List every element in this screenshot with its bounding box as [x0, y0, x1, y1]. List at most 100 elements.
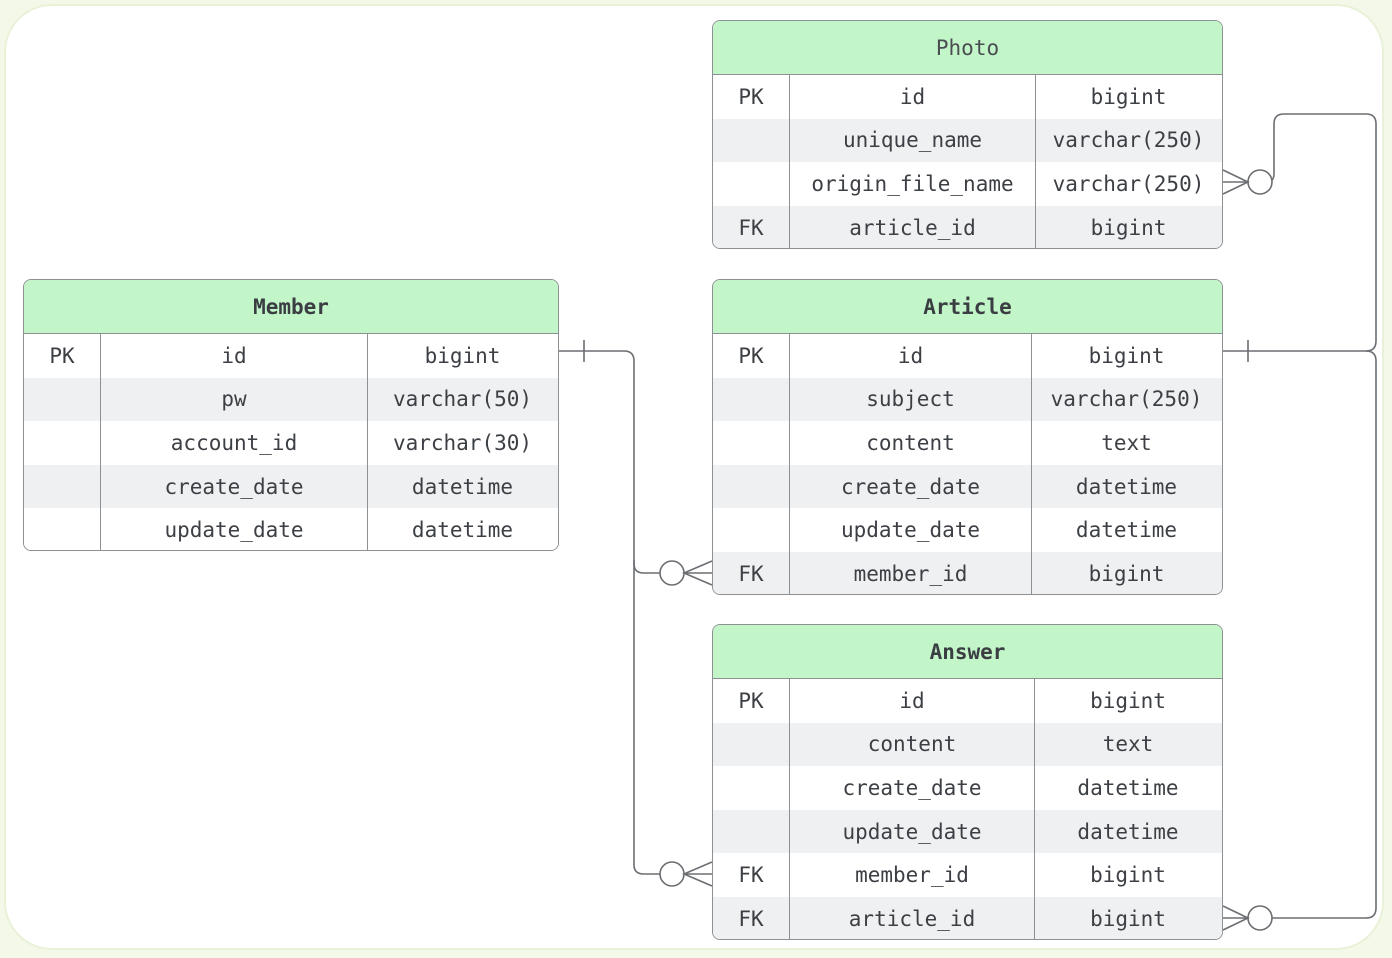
entity-answer[interactable]: Answer PK id bigint content text create_…	[712, 624, 1223, 940]
key-cell: PK	[713, 334, 790, 378]
key-cell	[24, 377, 101, 422]
column-type: bigint	[1090, 84, 1167, 109]
entity-article[interactable]: Article PK id bigint subject varchar(250…	[712, 279, 1223, 595]
key-cell: FK	[713, 551, 790, 594]
entity-photo[interactable]: Photo PK id bigint unique_name varchar(2…	[712, 20, 1223, 249]
table-row: update_date datetime	[24, 508, 558, 550]
column-name: article_id	[790, 205, 1036, 248]
zero-mark-member-answer	[659, 861, 685, 887]
table-row: account_id varchar(30)	[24, 421, 558, 465]
many-mark-member-article	[681, 560, 713, 586]
column-type: bigint	[1090, 906, 1166, 931]
column-name: account_id	[101, 421, 368, 465]
column-name: create_date	[790, 464, 1032, 509]
key-cell	[713, 118, 790, 163]
column-type: datetime	[1077, 775, 1179, 800]
key-cell	[713, 377, 790, 422]
key-cell: PK	[24, 334, 101, 378]
entity-title: Member	[24, 280, 558, 334]
table-row: PK id bigint	[24, 334, 558, 378]
column-name: content	[790, 421, 1032, 465]
key-cell	[24, 508, 101, 550]
key-cell: FK	[713, 205, 790, 248]
column-name: member_id	[790, 551, 1032, 594]
column-type: varchar(250)	[1052, 171, 1205, 196]
column-type: datetime	[1075, 518, 1178, 543]
key-cell	[24, 464, 101, 509]
column-name: content	[790, 722, 1035, 767]
entity-title: Answer	[713, 625, 1222, 679]
column-name: update_date	[790, 809, 1035, 854]
column-type: bigint	[1088, 561, 1165, 586]
column-name: id	[790, 334, 1032, 378]
column-type: text	[1101, 430, 1152, 455]
table-row: FK article_id bigint	[713, 896, 1222, 939]
key-cell	[713, 766, 790, 810]
rel-member-answer	[633, 560, 660, 875]
key-cell: PK	[713, 75, 790, 119]
table-row: create_date datetime	[713, 464, 1222, 509]
column-type: bigint	[1090, 688, 1166, 713]
column-type: varchar(250)	[1052, 128, 1205, 153]
key-cell: FK	[713, 896, 790, 939]
key-cell	[713, 421, 790, 465]
column-name: update_date	[101, 508, 368, 550]
table-row: pw varchar(50)	[24, 377, 558, 422]
column-type: datetime	[1077, 819, 1179, 844]
column-type: bigint	[1090, 215, 1167, 240]
table-row: content text	[713, 421, 1222, 465]
table-row: update_date datetime	[713, 809, 1222, 854]
zero-mark-article-photo	[1247, 169, 1273, 195]
table-row: PK id bigint	[713, 679, 1222, 723]
key-cell	[713, 722, 790, 767]
table-row: create_date datetime	[24, 464, 558, 509]
column-name: article_id	[790, 896, 1035, 939]
column-name: pw	[101, 377, 368, 422]
column-name: member_id	[790, 853, 1035, 897]
key-cell	[24, 421, 101, 465]
key-cell	[713, 464, 790, 509]
key-cell	[713, 809, 790, 854]
key-cell: FK	[713, 853, 790, 897]
key-cell	[713, 162, 790, 206]
zero-mark-article-answer	[1247, 905, 1273, 931]
key-cell: PK	[713, 679, 790, 723]
table-row: update_date datetime	[713, 508, 1222, 552]
rel-member-article	[559, 350, 660, 574]
column-type: datetime	[411, 474, 514, 499]
table-row: FK article_id bigint	[713, 205, 1222, 248]
column-type: bigint	[424, 343, 501, 368]
entity-title: Article	[713, 280, 1222, 334]
column-name: unique_name	[790, 118, 1036, 163]
table-row: create_date datetime	[713, 766, 1222, 810]
column-type: varchar(50)	[392, 387, 533, 412]
entity-title: Photo	[713, 21, 1222, 75]
column-name: id	[790, 679, 1035, 723]
column-type: datetime	[1075, 474, 1178, 499]
column-type: varchar(250)	[1050, 387, 1203, 412]
table-row: FK member_id bigint	[713, 853, 1222, 897]
rel-article-answer	[1272, 350, 1377, 919]
entity-member[interactable]: Member PK id bigint pw varchar(50) accou…	[23, 279, 559, 551]
many-mark-article-photo	[1222, 169, 1250, 195]
column-type: varchar(30)	[392, 430, 533, 455]
table-row: subject varchar(250)	[713, 377, 1222, 422]
many-mark-article-answer	[1222, 905, 1250, 931]
column-name: id	[101, 334, 368, 378]
column-name: update_date	[790, 508, 1032, 552]
zero-mark-member-article	[659, 560, 685, 586]
table-row: origin_file_name varchar(250)	[713, 162, 1222, 206]
table-row: PK id bigint	[713, 334, 1222, 378]
key-cell	[713, 508, 790, 552]
column-type: datetime	[411, 518, 514, 543]
column-name: id	[790, 75, 1036, 119]
column-name: subject	[790, 377, 1032, 422]
column-type: text	[1102, 732, 1154, 757]
column-name: create_date	[790, 766, 1035, 810]
many-mark-member-answer	[681, 861, 713, 887]
column-name: origin_file_name	[790, 162, 1036, 206]
table-row: FK member_id bigint	[713, 551, 1222, 594]
column-type: bigint	[1090, 863, 1166, 888]
rel-article-photo	[1223, 113, 1377, 352]
